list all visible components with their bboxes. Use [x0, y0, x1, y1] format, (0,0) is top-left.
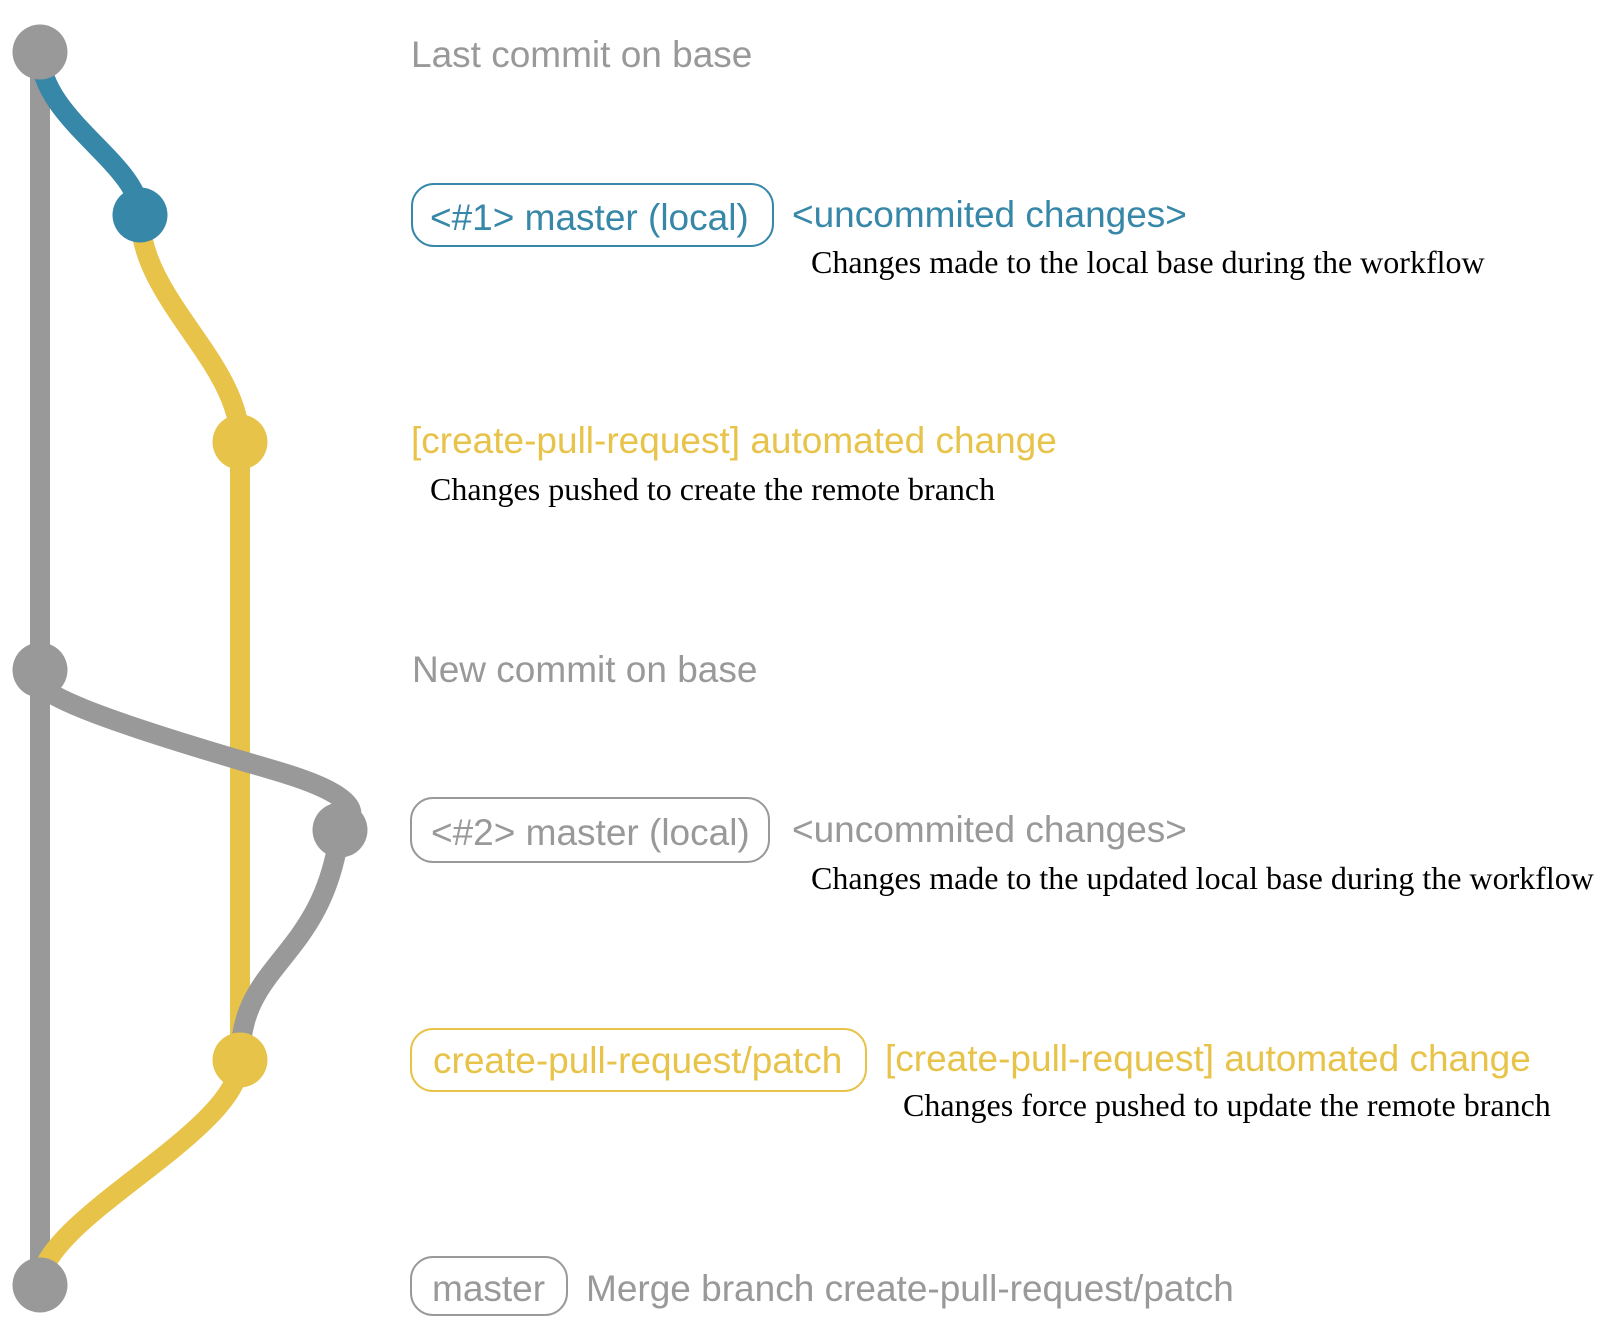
- svg-text:Last commit on base: Last commit on base: [411, 34, 752, 75]
- svg-text:<uncommited changes>: <uncommited changes>: [792, 194, 1187, 235]
- svg-text:master: master: [432, 1268, 545, 1309]
- svg-text:[create-pull-request] automate: [create-pull-request] automated change: [411, 420, 1057, 461]
- svg-text:Changes made to the updated lo: Changes made to the updated local base d…: [811, 860, 1594, 896]
- svg-text:Changes pushed to create the r: Changes pushed to create the remote bran…: [430, 471, 995, 507]
- svg-text:Changes force pushed to update: Changes force pushed to update the remot…: [903, 1087, 1551, 1123]
- svg-text:[create-pull-request] automate: [create-pull-request] automated change: [885, 1038, 1531, 1079]
- svg-text:<#1> master (local): <#1> master (local): [430, 197, 749, 238]
- svg-text:Merge branch create-pull-reque: Merge branch create-pull-request/patch: [586, 1268, 1234, 1309]
- svg-text:<uncommited changes>: <uncommited changes>: [792, 809, 1187, 850]
- svg-text:Changes made to the local base: Changes made to the local base during th…: [811, 244, 1485, 280]
- svg-text:create-pull-request/patch: create-pull-request/patch: [433, 1040, 842, 1081]
- svg-text:New commit on base: New commit on base: [412, 649, 757, 690]
- svg-text:<#2> master (local): <#2> master (local): [431, 812, 750, 853]
